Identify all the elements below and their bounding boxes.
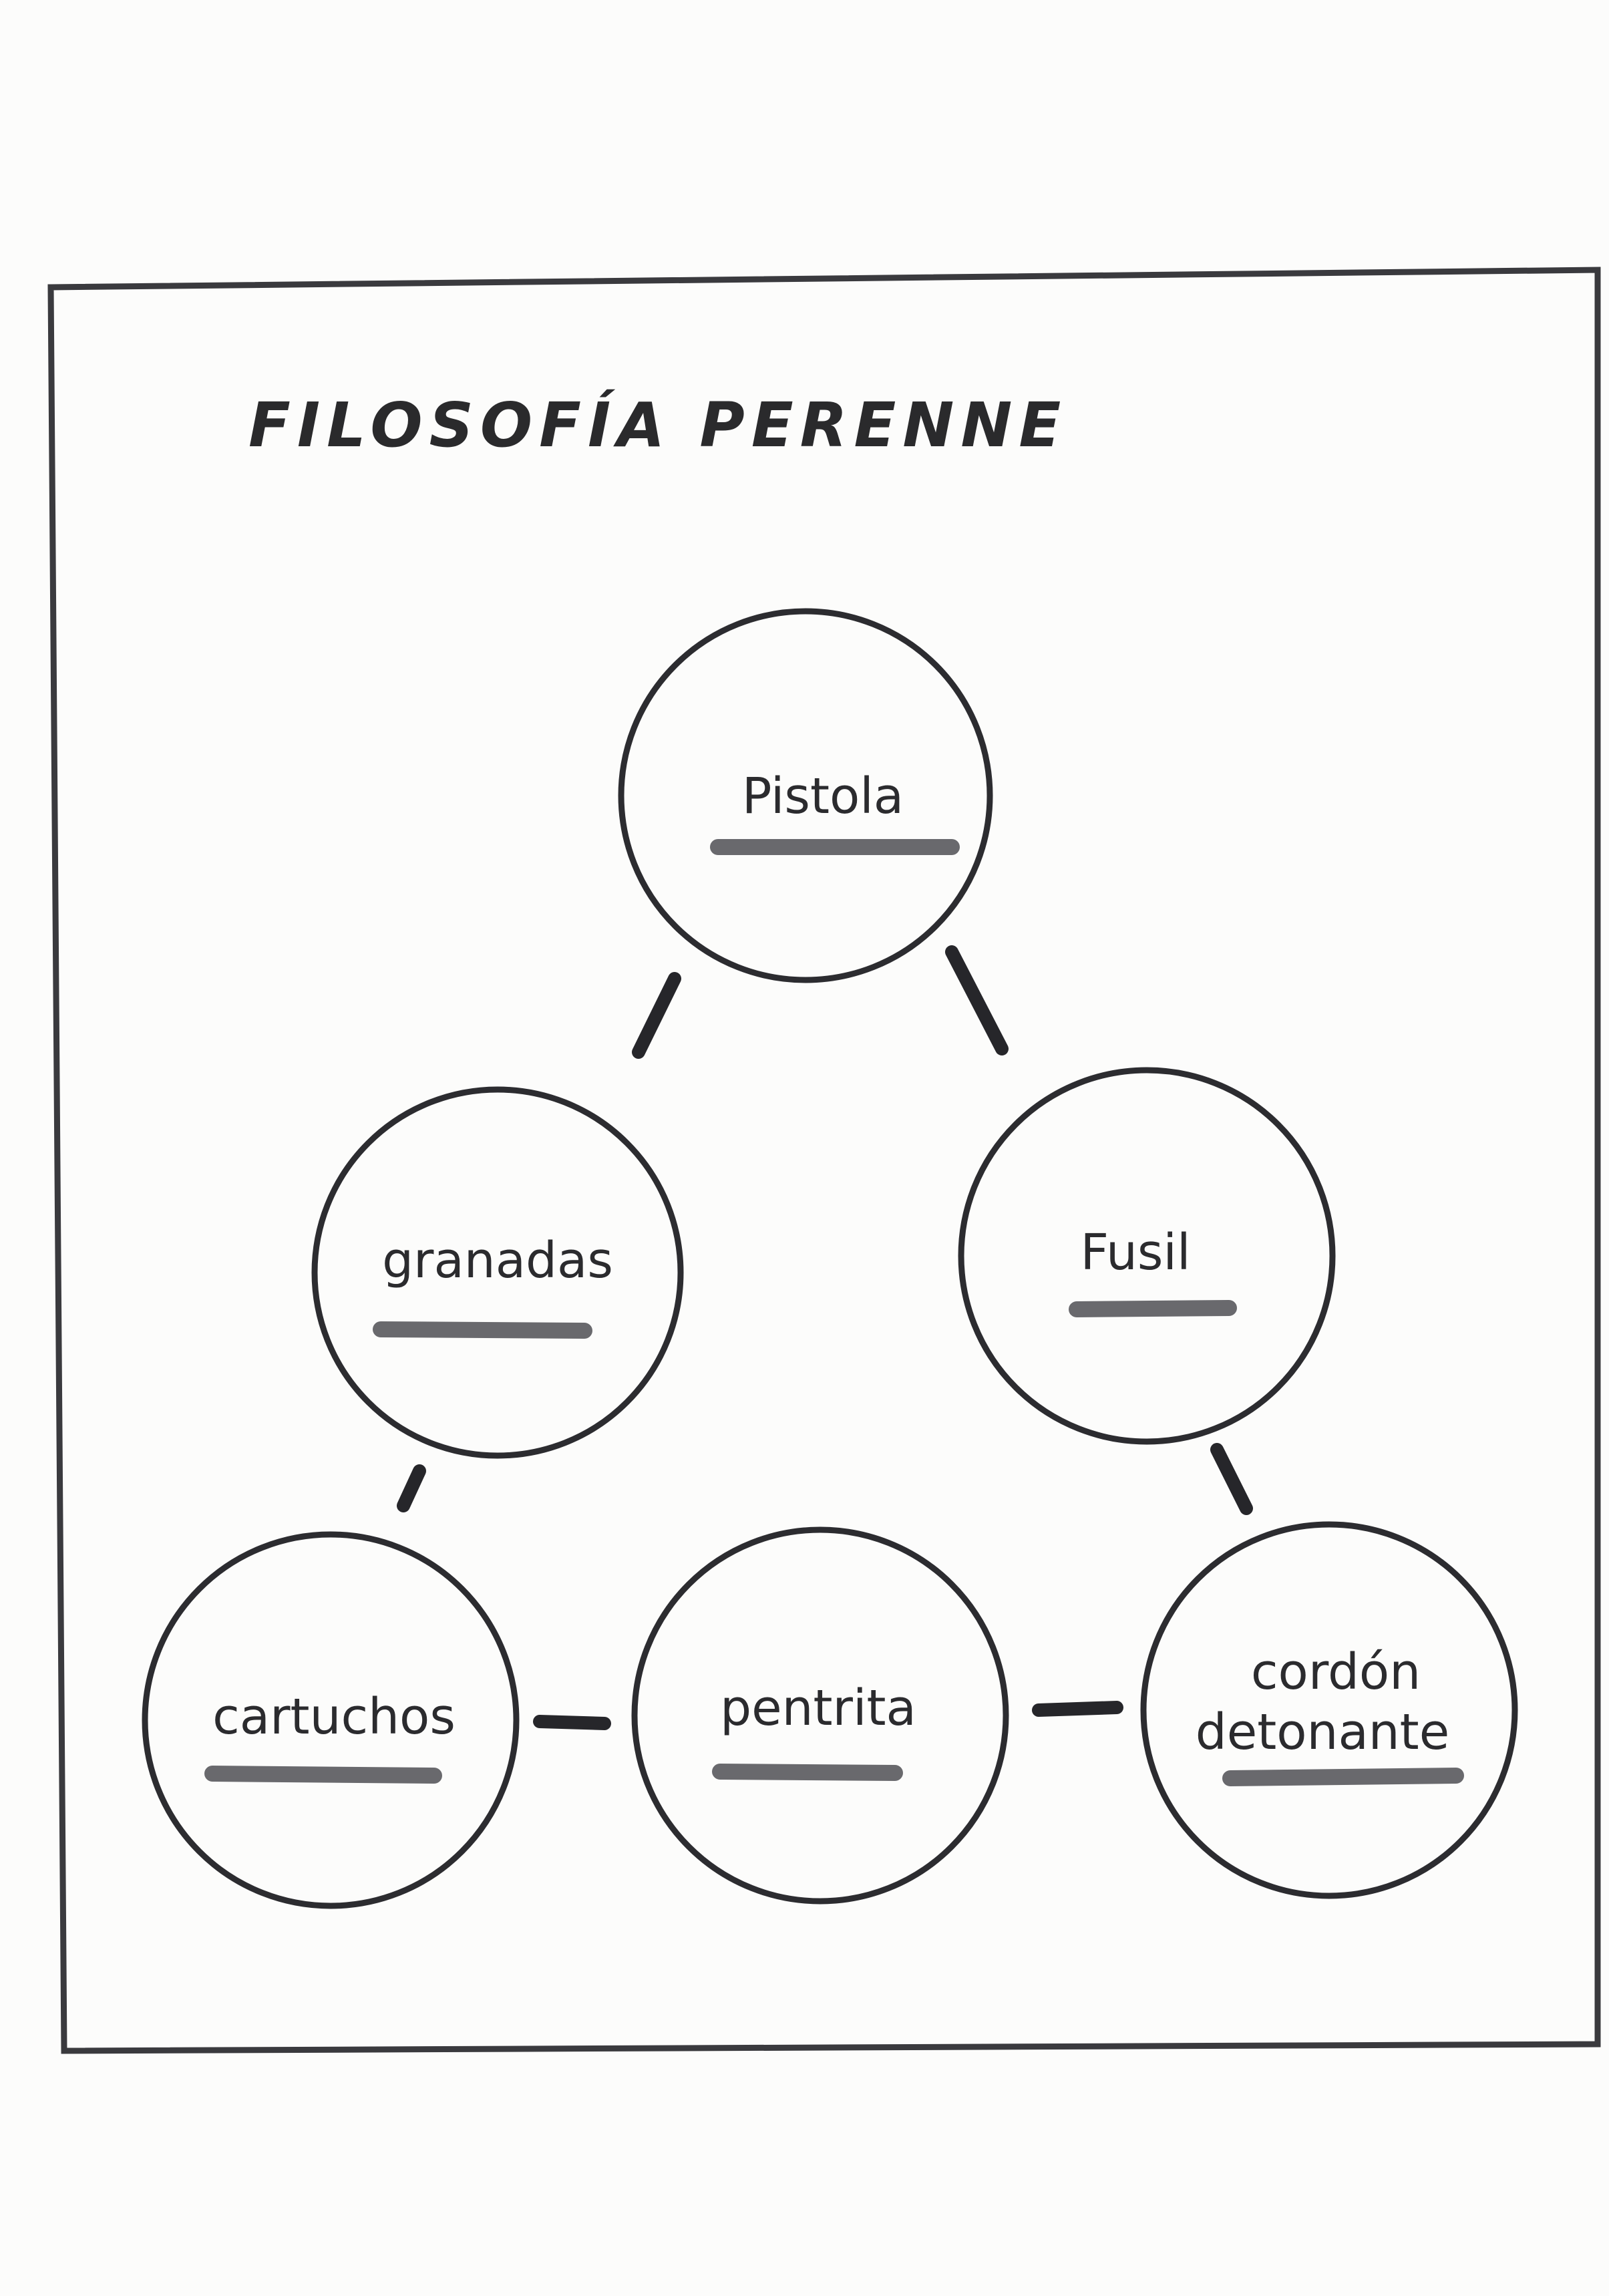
node-label-line2: detonante [1196,1703,1449,1761]
node-granadas: granadas [311,1086,684,1459]
node-circle [618,608,993,983]
node-circle [142,1531,520,1909]
node-pentrita: pentrita [631,1526,1009,1905]
node-circle [958,1067,1336,1445]
node-cartuchos: cartuchos [142,1531,520,1909]
label-underline [1222,1768,1464,1786]
connector-fusil-cordon [1210,1443,1253,1515]
node-label: pentrita [720,1679,916,1737]
label-underline [204,1766,442,1784]
node-label: granadas [382,1232,613,1289]
label-underline [1069,1300,1237,1317]
node-label: cartuchos [212,1688,456,1746]
connector-cartuchos-pentrita [533,1715,611,1730]
node-label: Pistola [742,768,904,825]
connector-granadas-cartuchos [397,1464,426,1512]
node-circle [631,1526,1009,1905]
node-circle [311,1086,684,1459]
connector-pentrita-cordon [1032,1701,1123,1717]
diagram-title: FILOSOFÍA PERENNE [248,389,1067,461]
node-pistola: Pistola [618,608,993,983]
node-cordon-detonante: cordón detonante [1140,1521,1518,1899]
node-label-line1: cordón [1251,1643,1421,1701]
label-underline [712,1764,903,1781]
frame-border [47,267,1601,2054]
connector-pistola-fusil [945,945,1009,1055]
node-label: Fusil [1080,1224,1190,1281]
connector-pistola-granadas [632,972,681,1059]
node-circle [1140,1521,1518,1899]
label-underline [373,1321,592,1339]
node-fusil: Fusil [958,1067,1336,1445]
